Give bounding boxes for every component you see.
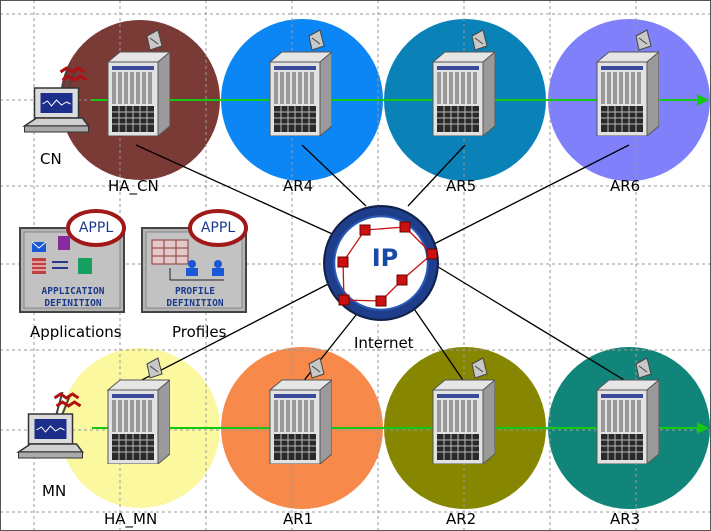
- application-definition-icon[interactable]: APPL APPLICATION DEFINITION: [18, 209, 126, 314]
- profile-definition-line1: PROFILE: [175, 286, 215, 297]
- application-definition-line2: DEFINITION: [44, 298, 101, 309]
- label-cn: CN: [40, 150, 62, 168]
- trajectory-top: [92, 94, 709, 106]
- label-ar3: AR3: [610, 510, 641, 528]
- label-applications: Applications: [30, 323, 122, 341]
- internet-cloud[interactable]: IP: [323, 205, 439, 321]
- ip-badge: IP: [372, 244, 399, 272]
- label-internet: Internet: [354, 334, 414, 352]
- profile-definition-icon[interactable]: APPL PROFILE DEFINITION: [140, 209, 248, 314]
- label-ha-mn: HA_MN: [104, 510, 158, 528]
- label-ar5: AR5: [446, 177, 477, 195]
- application-definition-line1: APPLICATION: [42, 286, 105, 297]
- label-ha-cn: HA_CN: [108, 177, 159, 195]
- profile-definition-line2: DEFINITION: [166, 298, 223, 309]
- label-mn: MN: [42, 482, 67, 500]
- trajectory-bottom: [92, 422, 709, 434]
- label-ar4: AR4: [283, 177, 314, 195]
- label-ar2: AR2: [446, 510, 477, 528]
- label-ar6: AR6: [610, 177, 641, 195]
- label-profiles: Profiles: [172, 323, 227, 341]
- label-ar1: AR1: [283, 510, 314, 528]
- appl-badge-2: APPL: [201, 220, 235, 236]
- appl-badge-1: APPL: [79, 220, 113, 236]
